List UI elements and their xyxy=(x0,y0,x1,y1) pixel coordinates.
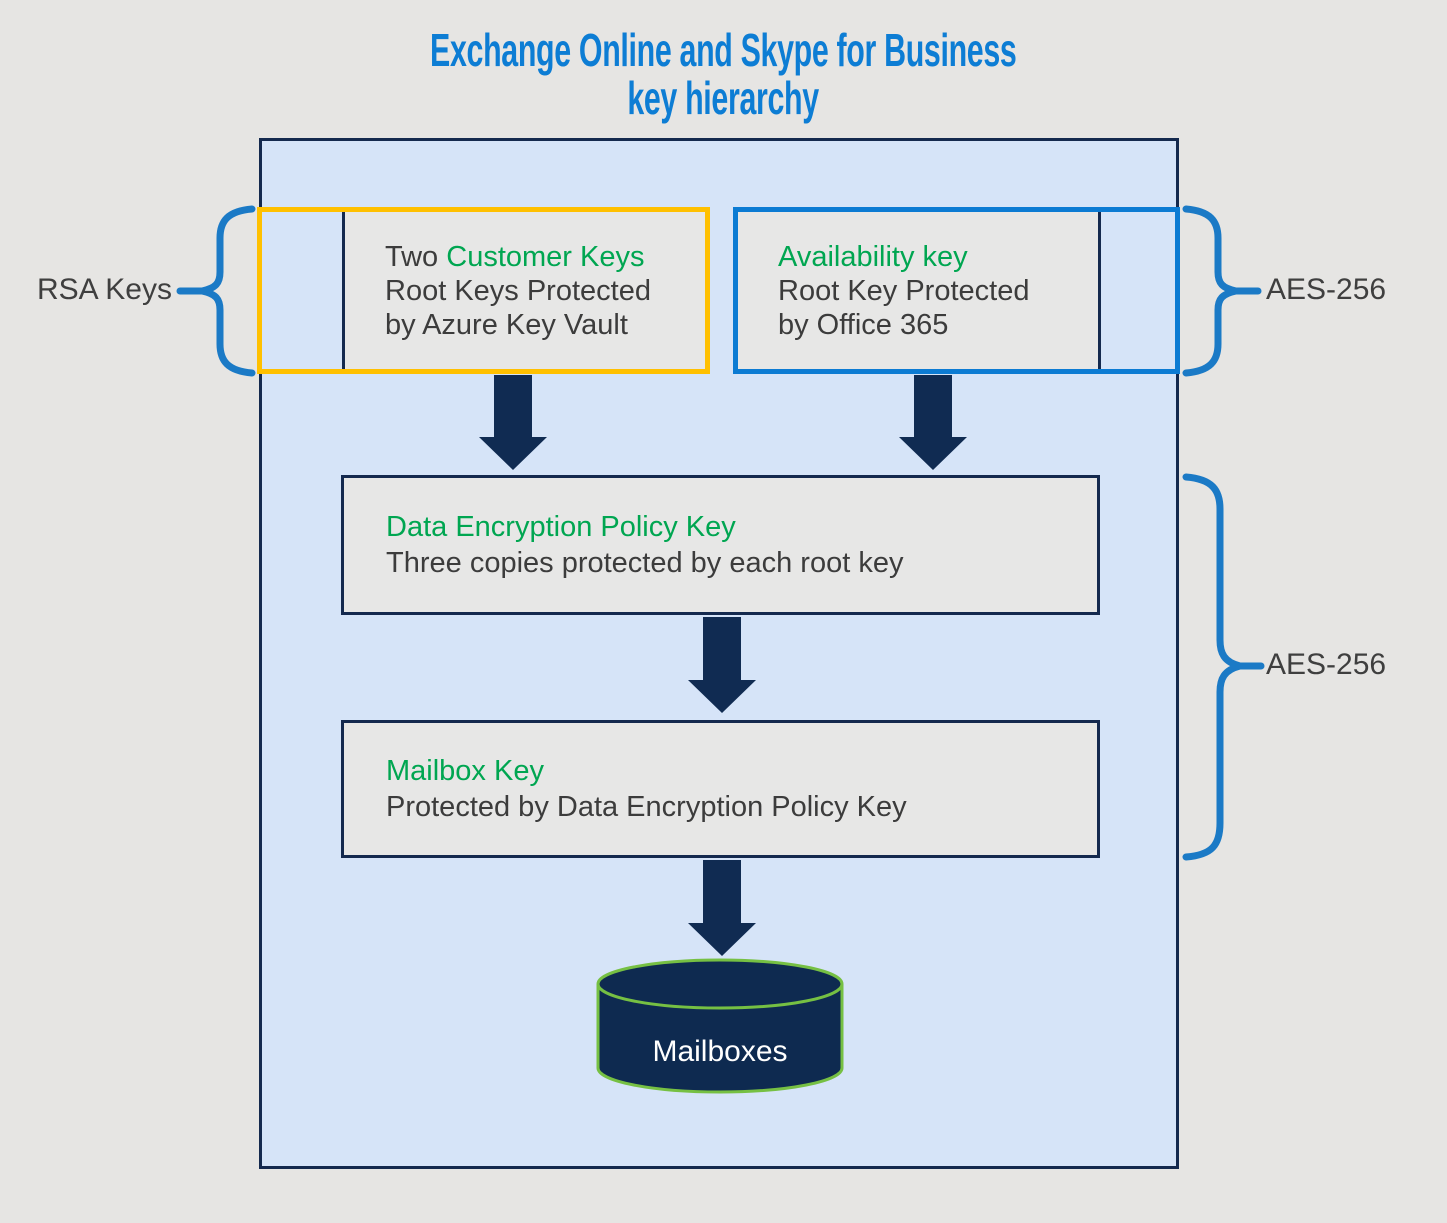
brace-left-icon-rsa xyxy=(176,205,256,377)
title-line-2: key hierarchy xyxy=(627,72,820,124)
mailbox-key-line2: Protected by Data Encryption Policy Key xyxy=(386,791,907,823)
title-line-2-wrap: key hierarchy xyxy=(0,74,1447,122)
customer-keys-heading-prefix: Two xyxy=(385,240,447,273)
dep-key-heading: Data Encryption Policy Key xyxy=(386,511,736,543)
availability-key-box-content: Availability key Root Key Protected by O… xyxy=(738,212,1098,369)
availability-key-line3: by Office 365 xyxy=(778,308,949,341)
aes-256-top-label: AES-256 xyxy=(1266,273,1387,306)
aes-256-bottom-label: AES-256 xyxy=(1266,648,1387,681)
page-title: Exchange Online and Skype for Business k… xyxy=(0,26,1447,122)
customer-keys-box: Two Customer Keys Root Keys Protected by… xyxy=(257,207,710,374)
customer-keys-box-content: Two Customer Keys Root Keys Protected by… xyxy=(345,212,705,369)
data-encryption-policy-key-box: Data Encryption Policy Key Three copies … xyxy=(341,475,1100,615)
customer-keys-box-strip xyxy=(262,212,345,369)
mailbox-key-heading: Mailbox Key xyxy=(386,755,544,787)
mailboxes-label: Mailboxes xyxy=(652,1035,788,1068)
availability-key-line2: Root Key Protected xyxy=(778,274,1030,307)
customer-keys-heading-highlight: Customer Keys xyxy=(446,240,645,273)
mailbox-key-box: Mailbox Key Protected by Data Encryption… xyxy=(341,720,1100,858)
brace-right-icon-aes-top xyxy=(1182,205,1262,377)
availability-key-heading: Availability key xyxy=(778,240,968,273)
rsa-keys-label: RSA Keys xyxy=(36,273,172,306)
customer-keys-line3: by Azure Key Vault xyxy=(385,308,628,341)
brace-right-icon-aes-bottom xyxy=(1182,473,1265,861)
title-line-1-wrap: Exchange Online and Skype for Business xyxy=(0,26,1447,74)
availability-key-box-strip xyxy=(1098,212,1175,369)
title-line-1: Exchange Online and Skype for Business xyxy=(430,24,1017,76)
dep-key-line2: Three copies protected by each root key xyxy=(386,547,904,579)
availability-key-box: Availability key Root Key Protected by O… xyxy=(733,207,1180,374)
customer-keys-heading: Two Customer Keys xyxy=(385,240,705,274)
customer-keys-line2: Root Keys Protected xyxy=(385,274,651,307)
